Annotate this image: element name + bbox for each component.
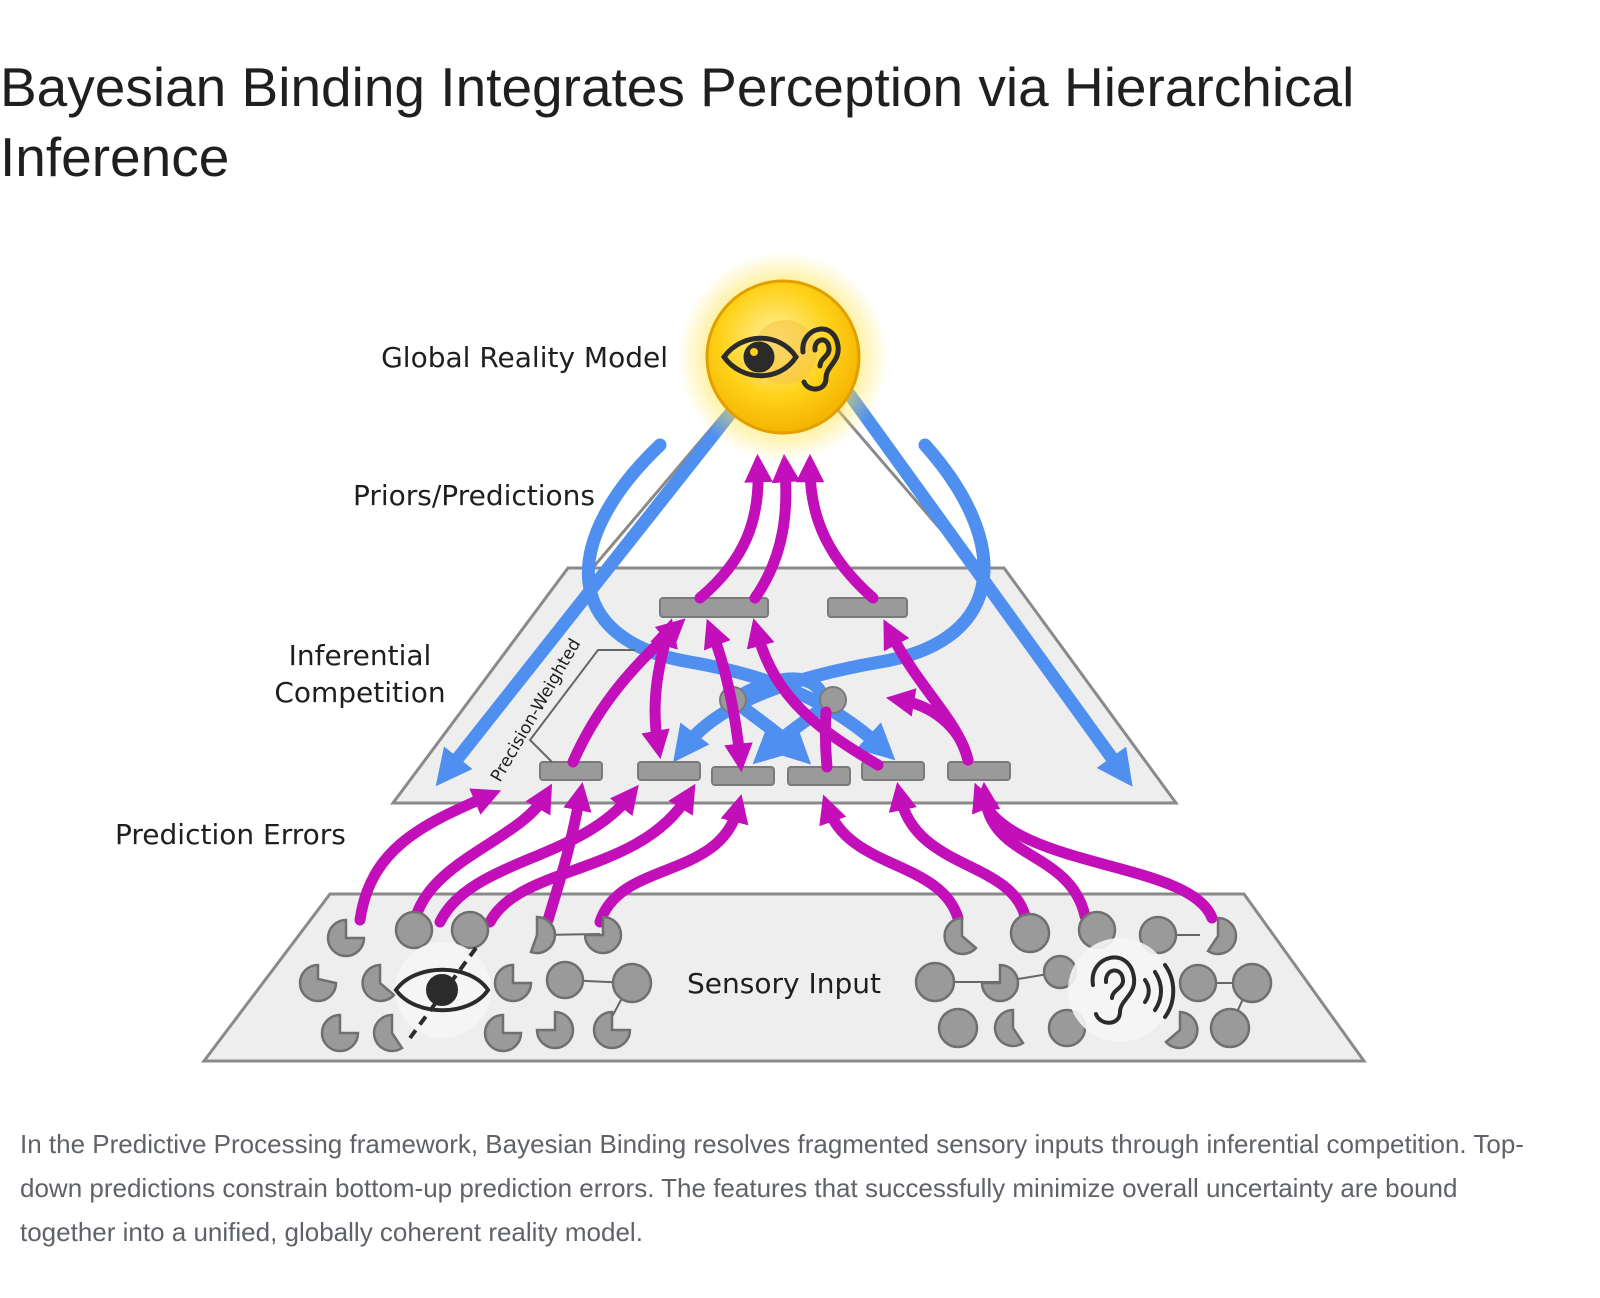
fragment-node: [1178, 963, 1218, 1003]
fragment-node: [493, 963, 533, 1003]
label-global-reality-model: Global Reality Model: [381, 341, 668, 374]
error-arrows: [354, 453, 1218, 928]
global-reality-model: [678, 252, 888, 462]
error-arrow-to-global: [795, 453, 879, 604]
precision-bracket: [528, 649, 635, 763]
fragment-node: [937, 1007, 979, 1049]
page-title: Bayesian Binding Integrates Perception v…: [0, 56, 1355, 188]
prediction-arrow-left-outer: [435, 388, 752, 787]
error-arrow-from-sensory: [819, 794, 964, 924]
bayesian-binding-diagram: Global Reality Model Priors/Predictions …: [115, 252, 1367, 1063]
error-arrow-from-sensory: [594, 794, 749, 928]
fragment-node: [545, 960, 585, 1000]
eye-icon: [720, 335, 799, 379]
crossed-eye-icon: [393, 946, 491, 1040]
error-arrow-from-sensory: [409, 783, 553, 926]
error-arrow-from-sensory: [484, 783, 696, 928]
label-inferential-competition-1: Inferential: [289, 639, 432, 672]
fragment-node: [1209, 1007, 1251, 1049]
fragment-node: [914, 961, 956, 1003]
error-arrow-to-hypothesis: [885, 688, 974, 766]
hypothesis-bar: [659, 597, 769, 618]
fragment-node: [529, 915, 557, 955]
fragment-node: [611, 962, 653, 1004]
fragment-node: [943, 916, 978, 956]
error-bar: [637, 761, 701, 781]
label-prediction-errors: Prediction Errors: [115, 818, 346, 851]
fragment-node: [298, 963, 338, 1003]
ear-icon: [800, 326, 841, 392]
fragment-node: [483, 1013, 523, 1053]
fragment-node: [394, 910, 434, 950]
fragment-node: [980, 963, 1020, 1003]
hypothesis-bar: [827, 597, 908, 618]
fragment-node: [1231, 962, 1273, 1004]
fragment-node: [1164, 1010, 1199, 1050]
error-bar: [787, 766, 851, 786]
error-bar: [947, 761, 1011, 781]
fragment-node: [326, 918, 366, 958]
fragment-node: [1206, 916, 1238, 956]
fragment-node: [993, 1008, 1025, 1048]
fragment-node: [592, 1010, 632, 1050]
fragment-node: [320, 1013, 360, 1053]
error-arrow-from-sensory: [972, 782, 1218, 924]
fragment-node: [1138, 915, 1178, 955]
fragment-node: [372, 1013, 404, 1053]
error-arrow-to-hypothesis: [703, 618, 753, 773]
error-arrow-from-sensory: [434, 784, 639, 928]
error-arrow-to-hypothesis: [746, 618, 884, 771]
error-arrow-to-hypothesis: [819, 706, 833, 773]
error-arrow-to-global: [694, 453, 773, 604]
figure-caption: In the Predictive Processing framework, …: [20, 1129, 1524, 1247]
auditory-sensory-cluster: [914, 910, 1273, 1050]
label-priors-predictions: Priors/Predictions: [353, 479, 595, 512]
fragment-node: [361, 963, 396, 1003]
fragment-node: [1009, 912, 1051, 954]
error-arrow-from-sensory: [888, 781, 1031, 922]
ear-sound-icon: [1090, 955, 1176, 1025]
visual-sensory-cluster: [298, 910, 653, 1053]
error-arrow-to-global: [749, 453, 801, 604]
label-sensory-input: Sensory Input: [687, 967, 881, 1000]
error-arrow-from-sensory: [542, 781, 592, 926]
label-inferential-competition-2: Competition: [274, 676, 445, 709]
fragment-node: [583, 915, 623, 955]
competition-node: [819, 686, 847, 714]
fragment-node: [450, 910, 490, 950]
error-bar: [711, 766, 775, 786]
error-arrow-from-sensory: [354, 788, 502, 926]
fragment-node: [535, 1010, 575, 1050]
error-arrow-to-hypothesis: [641, 618, 678, 760]
